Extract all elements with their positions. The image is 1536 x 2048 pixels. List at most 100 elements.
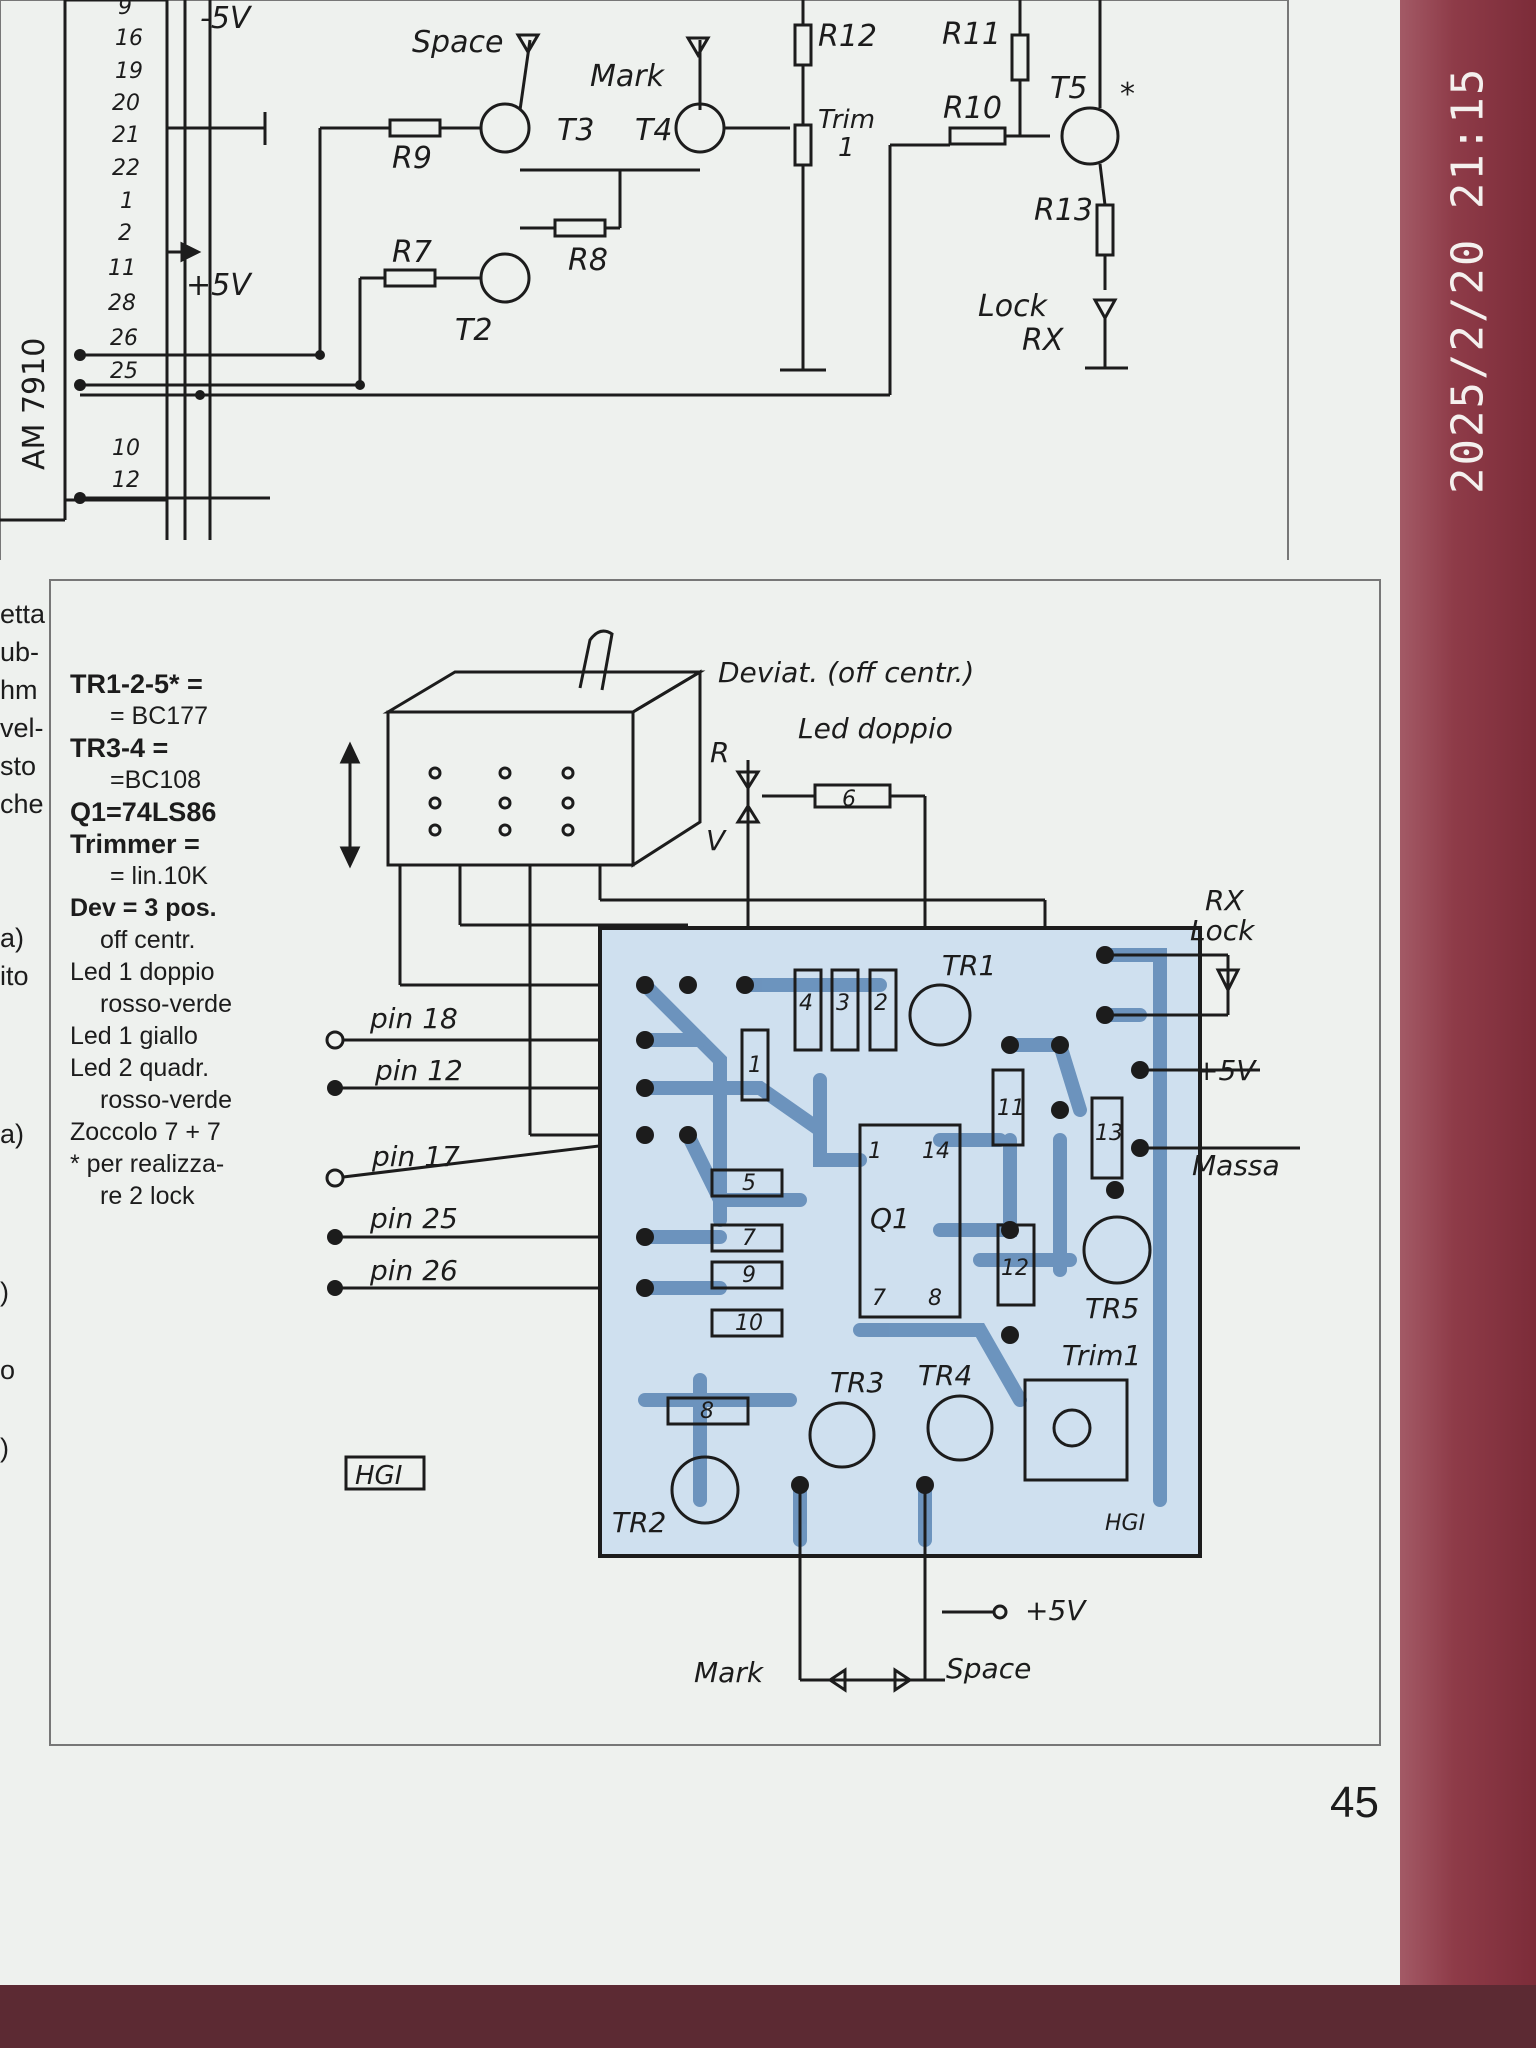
pin17-label: pin 17: [371, 1140, 460, 1173]
r8-label: R8: [568, 243, 608, 278]
parts-line: Dev = 3 pos.: [70, 894, 217, 922]
mark-label: Mark: [590, 59, 666, 94]
top-schematic: 9 16 19 20 21 22 1 2 11 28 26 25 10 12 -…: [0, 0, 1289, 560]
margin-word: sto: [0, 751, 37, 781]
parts-line: re 2 lock: [100, 1182, 195, 1210]
supply-pos-label: +5V: [186, 268, 253, 303]
star-marker: *: [1120, 77, 1135, 112]
tr4-label: TR4: [918, 1359, 972, 1392]
led-r-label: R: [710, 736, 729, 769]
parts-list: TR1-2-5* = = BC177 TR3-4 = =BC108 Q1=74L…: [70, 668, 300, 1212]
pin12-label: pin 12: [374, 1054, 463, 1087]
pin26-label: pin 26: [369, 1254, 458, 1287]
ic-pin-label: 14: [922, 1139, 950, 1164]
rx-label: RX: [1022, 323, 1065, 358]
resistor-label: 4: [799, 991, 813, 1016]
parts-line: Trimmer =: [70, 829, 200, 859]
margin-word: ito: [0, 961, 29, 991]
margin-word: ): [0, 1277, 9, 1307]
led-v-label: V: [706, 824, 727, 857]
ic-label: AM 7910: [17, 338, 52, 470]
margin-word: ub-: [0, 637, 40, 667]
r13-label: R13: [1034, 193, 1093, 228]
q1-label: Q1: [870, 1202, 910, 1235]
margin-word: ): [0, 1433, 9, 1463]
resistor-label: 1: [748, 1053, 762, 1078]
pcb-wiring-diagram: Deviat. (off centr.) Led doppio R V 6 pi…: [49, 579, 1381, 1746]
parts-line: Zoccolo 7 + 7: [70, 1118, 221, 1146]
r9-label: R9: [392, 141, 432, 176]
resistor-label: 8: [700, 1399, 714, 1424]
tr1-label: TR1: [942, 949, 996, 982]
parts-line: Led 1 giallo: [70, 1022, 198, 1050]
t2-label: T2: [455, 313, 492, 348]
ic-pin-label: 1: [868, 1139, 882, 1164]
pcb-mark-label: HGI: [1105, 1511, 1145, 1536]
pin-label: 19: [115, 59, 143, 84]
parts-line: rosso-verde: [100, 1086, 232, 1114]
res6-label: 6: [842, 787, 856, 812]
led-doppio-label: Led doppio: [798, 712, 953, 745]
parts-line: = BC177: [110, 702, 208, 730]
pin25-label: pin 25: [369, 1202, 458, 1235]
resistor-label: 11: [997, 1096, 1025, 1121]
parts-line: = lin.10K: [110, 862, 208, 890]
lock-label: Lock: [1190, 914, 1256, 947]
resistor-label: 7: [742, 1226, 756, 1251]
margin-word: vel-: [0, 713, 44, 743]
margin-word: a): [0, 923, 25, 953]
tr3-label: TR3: [830, 1366, 884, 1399]
pin-label: 10: [112, 436, 140, 461]
resistor-label: 13: [1095, 1121, 1123, 1146]
t5-label: T5: [1050, 71, 1087, 106]
margin-word: che: [0, 789, 44, 819]
r11-label: R11: [942, 17, 1001, 52]
pin-label: 25: [110, 359, 138, 384]
plus5v-label: +5V: [1195, 1054, 1257, 1087]
pin-label: 11: [108, 256, 136, 281]
plus5v-out-label: +5V: [1025, 1594, 1087, 1627]
trim-label: Trim: [818, 105, 875, 135]
parts-line: Led 1 doppio: [70, 958, 215, 986]
parts-line: Led 2 quadr.: [70, 1054, 210, 1082]
trim-number: 1: [838, 133, 855, 163]
tr5-label: TR5: [1085, 1292, 1139, 1325]
r12-label: R12: [818, 19, 877, 54]
resistor-label: 10: [735, 1311, 763, 1336]
t3-label: T3: [557, 113, 594, 148]
r10-label: R10: [943, 91, 1002, 126]
margin-word: etta: [0, 599, 46, 629]
parts-line: rosso-verde: [100, 990, 232, 1018]
resistor-label: 5: [742, 1171, 756, 1196]
book-cover-edge: [1400, 0, 1536, 2048]
supply-neg-label: -5V: [200, 1, 253, 36]
parts-line: TR3-4 =: [70, 733, 169, 763]
tr2-label: TR2: [612, 1506, 666, 1539]
lock-label: Lock: [978, 289, 1049, 324]
pin18-label: pin 18: [369, 1002, 458, 1035]
hgi-box-label: HGI: [355, 1461, 402, 1491]
page-number: 45: [1330, 1778, 1379, 1827]
pin-label: 21: [112, 123, 140, 148]
margin-word: o: [0, 1355, 16, 1385]
space-label: Space: [946, 1652, 1031, 1685]
trim1-label: Trim1: [1062, 1339, 1141, 1372]
r7-label: R7: [392, 235, 432, 270]
rx-label: RX: [1205, 884, 1244, 917]
resistor-label: 12: [1001, 1256, 1029, 1281]
margin-word: a): [0, 1119, 25, 1149]
parts-line: =BC108: [110, 766, 202, 794]
pin-label: 28: [108, 291, 136, 316]
mark-label: Mark: [694, 1656, 765, 1689]
resistor-label: 3: [836, 991, 850, 1016]
switch-label: Deviat. (off centr.): [718, 656, 974, 689]
pin-label: 1: [120, 189, 134, 214]
massa-label: Massa: [1192, 1149, 1280, 1182]
book-bottom-edge: [0, 1985, 1536, 2048]
ic-pin-label: 8: [928, 1286, 942, 1311]
pin-label: 22: [112, 156, 140, 181]
t4-label: T4: [635, 113, 672, 148]
pin-label: 2: [118, 221, 132, 246]
margin-text-column: etta ub- hm vel- sto che a) ito a) ) o ): [0, 595, 45, 1467]
pin-label: 26: [110, 326, 138, 351]
